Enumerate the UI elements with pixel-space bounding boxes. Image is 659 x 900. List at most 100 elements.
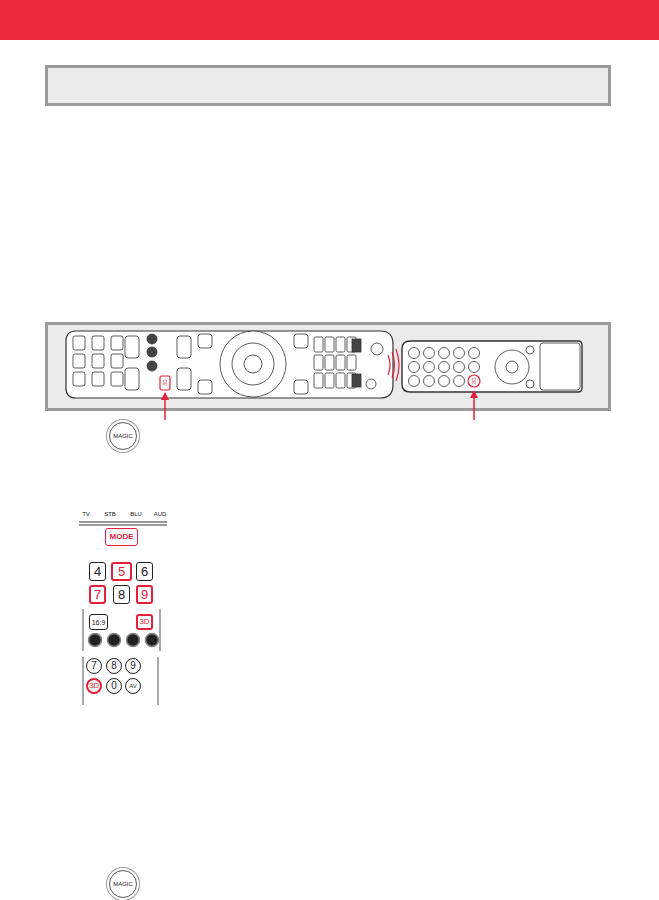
round-key: 0 (106, 678, 122, 694)
remote-key: 16:9 (89, 614, 108, 630)
remote-key (294, 380, 308, 394)
color-key (108, 634, 121, 647)
learner-key (409, 362, 420, 373)
key-label: 0 (111, 681, 117, 691)
round-key: 8 (106, 658, 122, 674)
remote-key: MODE (105, 528, 138, 546)
learning-remote (402, 341, 582, 392)
round-key: AV (125, 678, 141, 694)
remote-key: 5 (111, 562, 132, 581)
round-key: 9 (125, 658, 141, 674)
remote-key (147, 347, 157, 357)
remote-key: 6 (136, 562, 153, 581)
learner-key (424, 348, 435, 359)
magic-button: MAGIC (109, 870, 137, 898)
digit-key (314, 337, 323, 352)
remote-key (111, 354, 123, 368)
key-label: 9 (141, 588, 148, 601)
key-label: 3D (472, 377, 477, 383)
remote-key (92, 354, 104, 368)
key-label: 5 (118, 565, 125, 578)
remote-key (177, 368, 191, 390)
learner-key (454, 376, 465, 387)
learner-key (439, 348, 450, 359)
key-label: MAGIC (113, 433, 133, 439)
learner-key (454, 348, 465, 359)
learner-key (409, 376, 420, 387)
learner-key (409, 348, 420, 359)
remote-key (147, 361, 157, 371)
key-label: 3D (89, 682, 99, 690)
learner-key (424, 376, 435, 387)
digit-key (347, 355, 356, 370)
key-label: 8 (111, 661, 117, 671)
learner-key (439, 376, 450, 387)
digit-key (336, 373, 345, 388)
learner-key (454, 362, 465, 373)
key-label: 9 (130, 661, 136, 671)
remote-key (92, 372, 104, 386)
digit-key (314, 355, 323, 370)
remote-key: 8 (113, 585, 130, 604)
mode-underline (79, 522, 167, 525)
mode-name: STB (104, 511, 116, 517)
key-label: 4 (94, 565, 101, 578)
key-label: MODE (110, 533, 134, 541)
remote-key (92, 336, 104, 350)
digit-key (325, 355, 334, 370)
remote-key: 9 (136, 585, 153, 604)
key-label: 7 (94, 588, 101, 601)
remote-key (111, 372, 123, 386)
key-label: 3D (139, 618, 149, 626)
remote-key (73, 372, 85, 386)
remote-key: 3D (136, 614, 153, 630)
remote-key (198, 380, 212, 394)
key-label: 6 (141, 565, 148, 578)
key-label: MAGIC (113, 881, 133, 887)
remote-key (73, 336, 85, 350)
remote-key (73, 354, 85, 368)
remote-key: 4 (89, 562, 106, 581)
key-label: 7 (91, 661, 97, 671)
digit-key (325, 373, 334, 388)
remote-key (125, 368, 139, 390)
pointer-arrows (161, 390, 478, 420)
mode-name: BLU (130, 511, 142, 517)
round-key: 7 (86, 658, 102, 674)
key-label: 3D (163, 379, 168, 385)
digit-key (336, 355, 345, 370)
illustration-panel (47, 324, 610, 410)
remote-key (147, 334, 157, 344)
digit-key (325, 337, 334, 352)
color-key (89, 634, 102, 647)
remote-key (352, 374, 361, 387)
remote-key (352, 339, 361, 352)
learner-key (469, 348, 480, 359)
remote-key (177, 336, 191, 358)
remote-key (198, 334, 212, 348)
remote-key (111, 336, 123, 350)
learner-key (469, 362, 480, 373)
mode-name: TV (82, 511, 90, 517)
key-label: AV (129, 683, 137, 689)
remote-key: 7 (89, 585, 106, 604)
remote-key (125, 336, 139, 358)
round-key: 3D (86, 678, 102, 694)
highlight-3d-key (468, 375, 480, 387)
learner-key (439, 362, 450, 373)
remote-drawing (66, 331, 393, 398)
magic-button: MAGIC (109, 422, 137, 450)
header-bar (0, 0, 659, 40)
round-keys (89, 634, 159, 647)
color-key (146, 634, 159, 647)
learner-key (424, 362, 435, 373)
remote-key (294, 334, 308, 348)
mode-name: AUD (154, 511, 167, 517)
keypad-frame (83, 609, 160, 705)
digit-key (336, 337, 345, 352)
key-label: 8 (118, 588, 125, 601)
key-label: 16:9 (92, 619, 106, 626)
highlight-3d-key (160, 376, 170, 390)
digit-key (314, 373, 323, 388)
